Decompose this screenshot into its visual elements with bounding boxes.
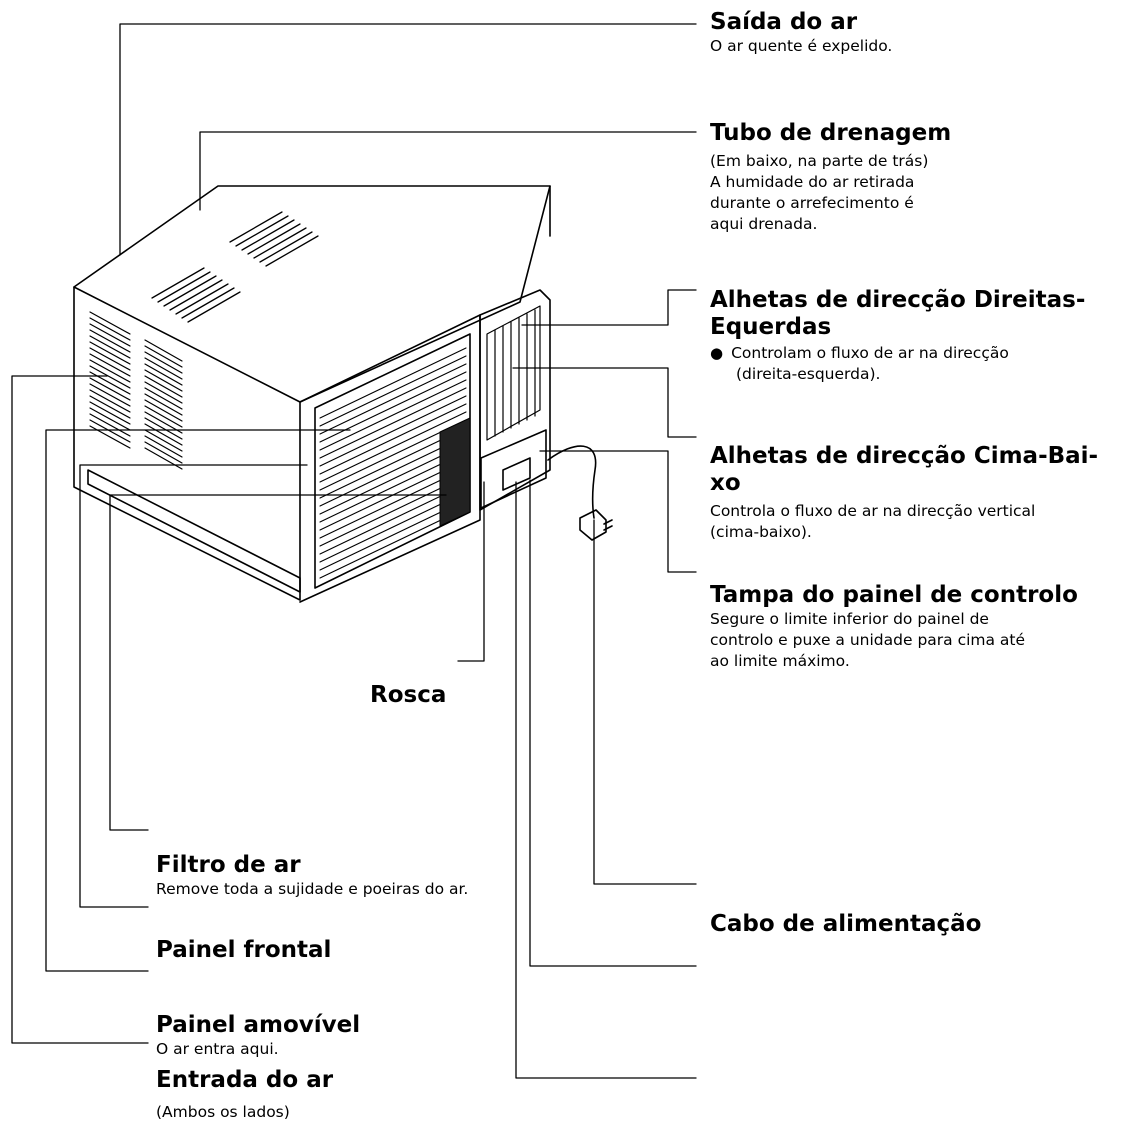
base-tray [87, 469, 301, 593]
filtro-desc: Remove toda a sujidade e poeiras do ar. [156, 880, 469, 898]
filtro-title: Filtro de ar [156, 852, 301, 878]
entrada-ar-desc: (Ambos os lados) [156, 1103, 290, 1121]
rosca-title: Rosca [370, 682, 447, 708]
top-vents [151, 211, 319, 323]
leader-alhetas-cb [512, 367, 697, 438]
alhetas-cb-desc-1: Controla o fluxo de ar na direcção verti… [710, 502, 1036, 520]
leader-cabo [593, 519, 697, 885]
cabinet-left-side [73, 286, 301, 601]
tampa-desc-3: ao limite máximo. [710, 652, 850, 670]
painel-frontal-title: Painel frontal [156, 937, 332, 963]
leader-alhetas-de [521, 289, 697, 326]
tampa-desc-1: Segure o limite inferior do painel de [710, 610, 989, 628]
tampa-title: Tampa do painel de controlo [710, 582, 1078, 608]
label-tampa: Tampa do painel de controlo Segure o lim… [710, 582, 1078, 672]
label-entrada-ar: Entrada do ar (Ambos os lados) [156, 1067, 333, 1123]
saida-ar-desc: O ar quente é expelido. [710, 37, 893, 55]
leader-tubo-drenagem [199, 131, 697, 211]
power-cable [547, 445, 597, 519]
alhetas-de-desc-2: (direita-esquerda). [736, 365, 881, 383]
saida-ar-title: Saída do ar [710, 9, 858, 35]
tubo-drenagem-desc-2: A humidade do ar retirada [710, 173, 915, 191]
filter-mesh [439, 417, 471, 527]
leader-entrada-ar [11, 375, 149, 1044]
leader-tampa [539, 450, 697, 573]
leader-cover-slot [529, 479, 697, 967]
alhetas-cb-title-2: xo [710, 470, 741, 496]
label-painel-frontal: Painel frontal [156, 937, 331, 964]
tubo-drenagem-desc-3: durante o arrefecimento é [710, 194, 914, 212]
label-rosca: Rosca [370, 682, 446, 709]
leader-cover-bottom [515, 481, 697, 1079]
tubo-drenagem-title: Tubo de drenagem [710, 120, 952, 146]
painel-amovivel-title: Painel amovível [156, 1012, 361, 1038]
tubo-drenagem-desc-1: (Em baixo, na parte de trás) [710, 152, 929, 170]
tubo-drenagem-desc-4: aqui drenada. [710, 215, 818, 233]
leader-rosca [457, 481, 485, 662]
control-cover-slot [502, 457, 531, 491]
air-conditioner-unit [73, 185, 613, 603]
plug-prongs [603, 519, 613, 531]
painel-amovivel-desc: O ar entra aqui. [156, 1040, 279, 1058]
leader-lines [11, 23, 697, 1079]
alhetas-de-desc-1: Controlam o fluxo de ar na direcção [731, 344, 1009, 362]
leader-filtro [109, 494, 447, 831]
label-alhetas-de: Alhetas de direcção Direitas- Equerdas ●… [710, 287, 1085, 385]
power-plug [579, 509, 607, 541]
alhetas-de-title-1: Alhetas de direcção Direitas- [710, 287, 1086, 313]
leader-painel-frontal [79, 464, 308, 908]
control-housing [479, 289, 551, 511]
label-saida-ar: Saída do ar O ar quente é expelido. [710, 9, 892, 57]
label-cabo: Cabo de alimentação [710, 911, 981, 938]
label-tubo-drenagem: Tubo de drenagem (Em baixo, na parte de … [710, 120, 951, 235]
cabo-title: Cabo de alimentação [710, 911, 982, 937]
label-alhetas-cb: Alhetas de direcção Cima-Bai- xo Control… [710, 443, 1098, 543]
alhetas-de-title-2: Equerdas [710, 314, 832, 340]
label-painel-amovivel: Painel amovível O ar entra aqui. [156, 1012, 360, 1060]
control-cover [480, 429, 547, 509]
entrada-ar-title: Entrada do ar [156, 1067, 334, 1093]
leader-painel-amovivel-top [45, 429, 351, 972]
louvers [486, 305, 541, 441]
bullet-icon: ● [710, 344, 724, 362]
alhetas-cb-title-1: Alhetas de direcção Cima-Bai- [710, 443, 1099, 469]
leader-saida-ar [119, 23, 697, 256]
side-vents-left [89, 311, 183, 470]
tampa-desc-2: controlo e puxe a unidade para cima até [710, 631, 1026, 649]
alhetas-cb-desc-2: (cima-baixo). [710, 523, 812, 541]
cabinet-outline [73, 185, 551, 403]
label-filtro: Filtro de ar Remove toda a sujidade e po… [156, 852, 468, 900]
